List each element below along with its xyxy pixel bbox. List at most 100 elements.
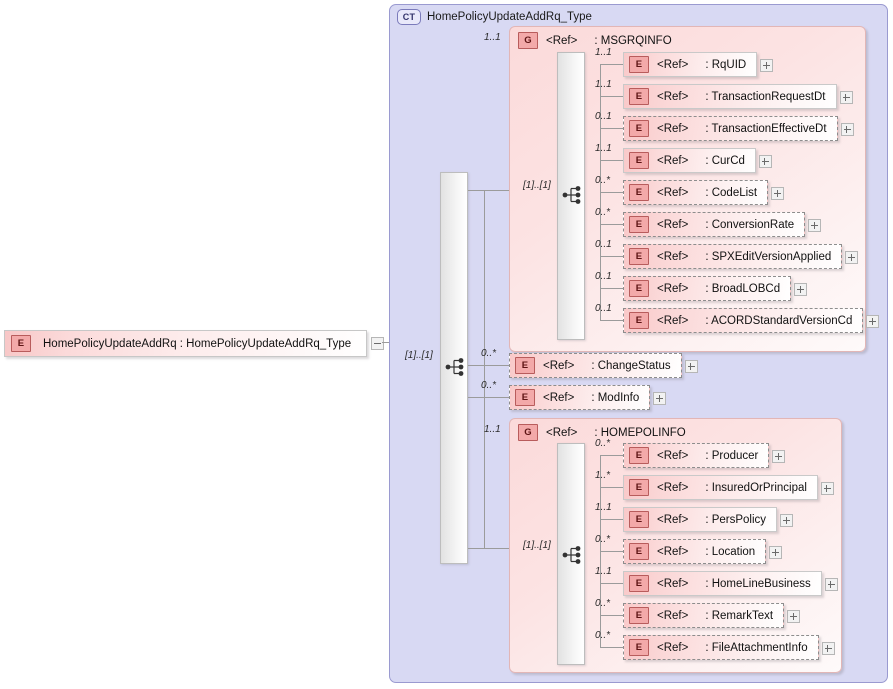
expand-plus-icon[interactable] (794, 283, 808, 296)
element-ref-label: <Ref> (657, 186, 689, 199)
expand-plus-icon[interactable] (772, 450, 786, 463)
element-ref-label: <Ref> (657, 282, 689, 295)
element-row-perspolicy[interactable]: E<Ref>: PersPolicy (623, 507, 778, 532)
element-ref-label: <Ref> (543, 391, 575, 404)
group-badge-icon: G (518, 32, 538, 49)
element-cardinality: 1..1 (595, 566, 612, 577)
connector-outer-msgrqinfo-stub (484, 190, 510, 191)
element-name-label: : CodeList (705, 186, 758, 199)
element-name-label: : Producer (705, 449, 759, 462)
group-msgrqinfo-header: G <Ref> : MSGRQINFO (518, 32, 672, 49)
expand-plus-icon[interactable] (758, 155, 772, 168)
element-row-transactionrequestdt[interactable]: E<Ref>: TransactionRequestDt (623, 84, 837, 109)
expand-plus-icon[interactable] (769, 546, 783, 559)
group-homepolinfo-header: G <Ref> : HOMEPOLINFO (518, 424, 686, 441)
element-name-label: : ChangeStatus (591, 359, 671, 372)
element-cardinality: 0..* (595, 438, 611, 449)
element-cardinality: 1..* (595, 470, 611, 481)
element-name-label: : CurCd (705, 154, 745, 167)
element-cardinality: 0..1 (595, 111, 612, 122)
element-row-rquid[interactable]: E<Ref>: RqUID (623, 52, 758, 77)
element-cardinality: 0..* (595, 630, 611, 641)
element-row-changestatus[interactable]: E<Ref>: ChangeStatus (509, 353, 682, 378)
element-ref-label: <Ref> (657, 218, 689, 231)
expand-plus-icon[interactable] (760, 59, 774, 72)
connector-outer-to-homepolinfo (468, 548, 485, 549)
element-ref-label: <Ref> (657, 314, 689, 327)
connector-to-element (600, 647, 623, 648)
connector-to-element (600, 320, 623, 321)
connector-to-element (600, 455, 623, 456)
element-cardinality: 0..* (595, 207, 611, 218)
element-badge-icon: E (629, 248, 649, 265)
expand-plus-icon[interactable] (845, 251, 859, 264)
collapse-minus-icon[interactable] (371, 337, 384, 350)
connector-to-element (600, 96, 623, 97)
element-name-label: : TransactionRequestDt (705, 90, 826, 103)
element-cardinality: 0..1 (595, 303, 612, 314)
element-row-curcd[interactable]: E<Ref>: CurCd (623, 148, 756, 173)
root-element-box[interactable]: E HomePolicyUpdateAddRq : HomePolicyUpda… (4, 330, 367, 357)
expand-plus-icon[interactable] (839, 91, 853, 104)
expand-plus-icon[interactable] (866, 315, 880, 328)
sequence-icon (445, 358, 464, 376)
element-badge-icon: E (629, 184, 649, 201)
element-cardinality: 0..1 (595, 239, 612, 250)
element-ref-label: <Ref> (657, 545, 689, 558)
element-row-spxeditversionapplied[interactable]: E<Ref>: SPXEditVersionApplied (623, 244, 843, 269)
element-row-transactioneffectivedt[interactable]: E<Ref>: TransactionEffectiveDt (623, 116, 838, 141)
element-row-location[interactable]: E<Ref>: Location (623, 539, 767, 564)
element-name-label: : BroadLOBCd (705, 282, 781, 295)
group-msgrqinfo-name: : MSGRQINFO (594, 34, 672, 47)
element-badge-icon: E (629, 639, 649, 656)
connector-to-element (600, 256, 623, 257)
element-cardinality: 1..1 (595, 47, 612, 58)
complextype-title: HomePolicyUpdateAddRq_Type (427, 11, 592, 23)
element-row-homelinebusiness[interactable]: E<Ref>: HomeLineBusiness (623, 571, 822, 596)
expand-plus-icon[interactable] (821, 642, 835, 655)
element-row-fileattachmentinfo[interactable]: E <Ref> : FileAttachmentInfo (623, 635, 819, 660)
group-homepolinfo-cardinality: 1..1 (484, 424, 501, 435)
element-row-broadlobcd[interactable]: E<Ref>: BroadLOBCd (623, 276, 792, 301)
expand-plus-icon[interactable] (780, 514, 794, 527)
element-badge-icon: E (629, 575, 649, 592)
element-cardinality: 0..1 (595, 271, 612, 282)
element-row-acordstandardversioncd[interactable]: E<Ref>: ACORDStandardVersionCd (623, 308, 864, 333)
expand-plus-icon[interactable] (824, 578, 838, 591)
element-ref-label: <Ref> (657, 641, 689, 654)
connector-to-element (600, 224, 623, 225)
element-row-producer[interactable]: E<Ref>: Producer (623, 443, 770, 468)
element-row-modinfo[interactable]: E<Ref>: ModInfo (509, 385, 651, 410)
element-cardinality: 1..1 (595, 502, 612, 513)
element-name-label: : RemarkText (705, 609, 774, 622)
element-name-label: : ConversionRate (705, 218, 795, 231)
msgrqinfo-sequence-cardinality: [1]..[1] (523, 180, 551, 191)
connector-to-element (600, 519, 623, 520)
element-row-remarktext[interactable]: E<Ref>: RemarkText (623, 603, 785, 628)
expand-plus-icon[interactable] (653, 392, 667, 405)
element-ref-label: <Ref> (543, 359, 575, 372)
connector-outer-to-msgrqinfo (468, 190, 485, 191)
element-badge-icon: E (629, 447, 649, 464)
expand-plus-icon[interactable] (787, 610, 801, 623)
root-element-label: HomePolicyUpdateAddRq : HomePolicyUpdate… (43, 337, 352, 350)
group-homepolinfo-ref: <Ref> (546, 426, 578, 439)
connector-to-element (600, 288, 623, 289)
connector-to-element (600, 487, 623, 488)
element-ref-label: <Ref> (657, 58, 689, 71)
connector-to-element (600, 551, 623, 552)
element-row-insuredorprincipal[interactable]: E<Ref>: InsuredOrPrincipal (623, 475, 818, 500)
expand-plus-icon[interactable] (840, 123, 854, 136)
expand-plus-icon[interactable] (771, 187, 785, 200)
expand-plus-icon[interactable] (684, 360, 698, 373)
element-badge-icon: E (629, 216, 649, 233)
sequence-icon (562, 546, 581, 564)
element-row-codelist[interactable]: E <Ref> : CodeList (623, 180, 769, 205)
element-name-label: : FileAttachmentInfo (705, 641, 808, 654)
connector-to-element (600, 64, 623, 65)
element-row-conversionrate[interactable]: E <Ref> : ConversionRate (623, 212, 806, 237)
group-badge-icon: G (518, 424, 538, 441)
expand-plus-icon[interactable] (808, 219, 822, 232)
expand-plus-icon[interactable] (820, 482, 834, 495)
element-badge-icon: E (11, 335, 31, 352)
